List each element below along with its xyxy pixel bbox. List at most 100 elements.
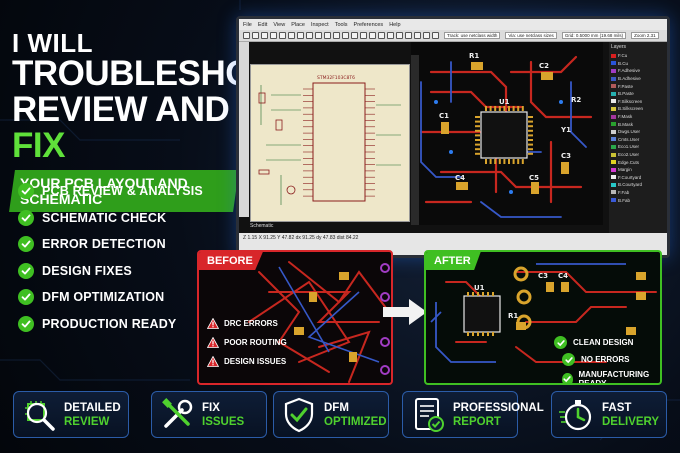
pcb-ref-label: C4	[455, 174, 465, 182]
layer-row[interactable]: F.Mask	[611, 113, 665, 121]
layer-row[interactable]: Eco2.User	[611, 151, 665, 159]
mcu-pad	[512, 159, 515, 164]
menu-item[interactable]: Tools	[334, 21, 348, 28]
layer-color-swatch	[611, 152, 616, 157]
menu-item[interactable]: View	[273, 21, 286, 28]
layer-row[interactable]: B.Adhesive	[611, 75, 665, 83]
toolbar-button[interactable]	[369, 32, 376, 39]
track-width-select[interactable]: Track: use netclass width	[444, 32, 501, 39]
layer-row[interactable]: F.Paste	[611, 82, 665, 90]
toolbar-button[interactable]	[261, 32, 268, 39]
toolbar-button[interactable]	[288, 32, 295, 39]
layer-row[interactable]: B.Mask	[611, 120, 665, 128]
menu-bar: File Edit View Place Inspect Tools Preferences…	[239, 19, 667, 30]
layer-row[interactable]: F.Adhesive	[611, 67, 665, 75]
layer-row[interactable]: F.Fab	[611, 189, 665, 197]
menu-item[interactable]: Place	[291, 21, 305, 28]
mcu-pad	[528, 139, 533, 141]
mcu-pad	[475, 116, 480, 118]
toolbar-button[interactable]	[342, 32, 349, 39]
mcu-pad	[485, 159, 487, 164]
layer-name: B.Mask	[618, 121, 634, 127]
mcu-pad	[528, 120, 533, 123]
mcu-pad	[528, 143, 533, 146]
layer-row[interactable]: B.Courtyard	[611, 181, 665, 189]
mcu-pad	[498, 106, 501, 111]
layer-row[interactable]: B.Cu	[611, 60, 665, 68]
layer-row[interactable]: Eco1.User	[611, 143, 665, 151]
layer-row[interactable]: Dwgs.User	[611, 128, 665, 136]
mcu-pad	[503, 106, 506, 111]
zoom-select[interactable]: Zoom 2.31	[631, 32, 659, 39]
toolbar-button[interactable]	[387, 32, 394, 39]
before-issue: DESIGN ISSUES	[206, 355, 286, 367]
layer-name: Cmts.User	[618, 136, 640, 142]
mcu-pad	[528, 116, 533, 118]
headline-line3-white: REVIEW AND	[12, 90, 230, 129]
layer-row[interactable]: Cmts.User	[611, 136, 665, 144]
schematic-drawing: STM32F103C8T6	[258, 75, 401, 205]
check-circle-icon	[18, 262, 34, 279]
check-circle-icon	[18, 209, 34, 226]
toolbar-button[interactable]	[315, 32, 322, 39]
layer-row[interactable]: B.Fab	[611, 196, 665, 204]
mcu-pad	[503, 159, 506, 164]
toolbar-button[interactable]	[432, 32, 439, 39]
headline-line2: TROUBLESHOOT,	[12, 54, 305, 93]
schematic-view: STM32F103C8T6	[250, 64, 410, 222]
toolbar-button[interactable]	[297, 32, 304, 39]
toolbar-button[interactable]	[306, 32, 313, 39]
toolbar-button[interactable]	[270, 32, 277, 39]
layer-row[interactable]: Edge.Cuts	[611, 158, 665, 166]
mcu-pad	[528, 148, 533, 151]
status-text: Z 1.15 X 91.25 Y 47.82 dx 91.25 dy 47.83…	[243, 235, 359, 241]
mcu-pad	[528, 125, 533, 128]
toolbar-button[interactable]	[423, 32, 430, 39]
schematic-tab[interactable]: Schematic	[250, 223, 274, 229]
arrow-right-icon	[383, 299, 427, 325]
toolbar-button[interactable]	[405, 32, 412, 39]
toolbar-button[interactable]	[279, 32, 286, 39]
layer-color-swatch	[611, 182, 616, 187]
warning-icon	[206, 336, 220, 348]
toolbar-button[interactable]	[351, 32, 358, 39]
service-item: PCB REVIEW & ANALYSIS	[18, 178, 203, 205]
toolbar-button[interactable]	[396, 32, 403, 39]
toolbar-button[interactable]	[333, 32, 340, 39]
badge-subtitle: ISSUES	[202, 415, 245, 428]
layer-row[interactable]: B.Silkscreen	[611, 105, 665, 113]
menu-item[interactable]: File	[243, 21, 252, 28]
badge-title: PROFESSIONAL	[453, 401, 544, 414]
menu-item[interactable]: Edit	[257, 21, 268, 28]
mcu-pad	[489, 159, 492, 164]
layer-row[interactable]: F.Courtyard	[611, 174, 665, 182]
via-size-select[interactable]: Via: use netclass sizes	[505, 32, 557, 39]
menu-item[interactable]: Help	[389, 21, 401, 28]
menu-item[interactable]: Preferences	[353, 21, 384, 28]
layer-name: F.Paste	[618, 83, 634, 89]
toolbar-button[interactable]	[252, 32, 259, 39]
warning-icon	[206, 317, 220, 329]
toolbar-button[interactable]	[324, 32, 331, 39]
before-issue: DRC ERRORS	[206, 317, 278, 329]
toolbar-button[interactable]	[378, 32, 385, 39]
toolbar-button[interactable]	[360, 32, 367, 39]
magnifier-chip-icon	[20, 396, 58, 434]
layer-color-swatch	[611, 175, 616, 180]
grid-select[interactable]: Grid: 0.5000 mm (19.68 mils)	[561, 32, 627, 39]
pcb-ref-label: C5	[529, 174, 539, 182]
menu-item[interactable]: Inspect	[310, 21, 329, 28]
layer-row[interactable]: B.Paste	[611, 90, 665, 98]
check-circle-icon	[18, 236, 34, 253]
layer-row[interactable]: F.Silkscreen	[611, 98, 665, 106]
layer-row[interactable]: F.Cu	[611, 52, 665, 60]
layer-row[interactable]: Margin	[611, 166, 665, 174]
toolbar-button[interactable]	[243, 32, 250, 39]
toolbar-button[interactable]	[414, 32, 421, 39]
mcu-pad	[475, 129, 480, 132]
